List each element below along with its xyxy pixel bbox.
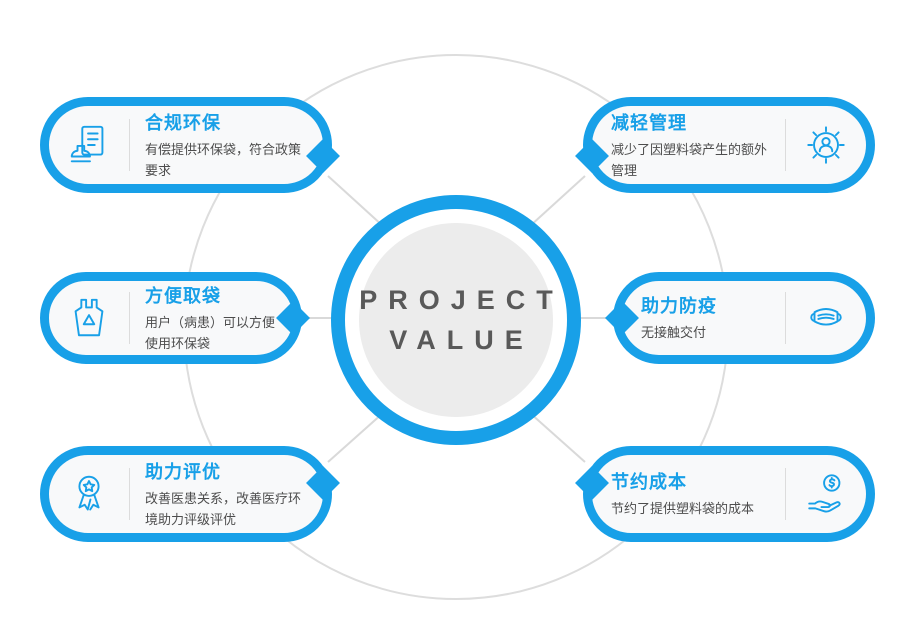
card-desc: 无接触交付 bbox=[641, 325, 707, 341]
divider bbox=[785, 119, 786, 171]
card-desc: 改善医患关系，改善医疗环境助力评级评优 bbox=[145, 491, 302, 527]
card-desc: 节约了提供塑料袋的成本 bbox=[611, 501, 755, 517]
center-title-line2: VALUE bbox=[389, 325, 534, 355]
connector-line bbox=[529, 412, 586, 463]
card-convenience: 方便取袋 用户（病患）可以方便使用环保袋 bbox=[40, 272, 310, 364]
card-title: 助力评优 bbox=[145, 462, 221, 483]
card-title: 节约成本 bbox=[611, 472, 687, 493]
card-title: 合规环保 bbox=[145, 113, 221, 134]
card-desc: 减少了因塑料袋产生的额外管理 bbox=[611, 142, 768, 178]
card-compliance: 合规环保 有偿提供环保袋，符合政策要求 bbox=[40, 97, 340, 193]
connector-line bbox=[327, 175, 384, 227]
center-hub-inner: PROJECT VALUE bbox=[359, 223, 553, 417]
connector-line bbox=[327, 412, 384, 463]
medal-icon bbox=[49, 471, 129, 517]
divider bbox=[785, 468, 786, 520]
center-hub: PROJECT VALUE bbox=[331, 195, 581, 445]
mask-icon bbox=[786, 295, 866, 341]
divider bbox=[129, 119, 130, 171]
card-desc: 有偿提供环保袋，符合政策要求 bbox=[145, 142, 302, 178]
card-prevention: 助力防疫 无接触交付 bbox=[605, 272, 875, 364]
divider bbox=[129, 292, 130, 344]
card-evaluation: 助力评优 改善医患关系，改善医疗环境助力评级评优 bbox=[40, 446, 340, 542]
stamp-icon bbox=[49, 122, 129, 168]
card-title: 助力防疫 bbox=[641, 296, 717, 317]
gear-user-icon bbox=[786, 122, 866, 168]
center-title-line1: PROJECT bbox=[359, 284, 564, 315]
card-title: 方便取袋 bbox=[145, 286, 221, 307]
connector-line bbox=[529, 175, 586, 227]
divider bbox=[785, 292, 786, 344]
divider bbox=[129, 468, 130, 520]
card-management: 减轻管理 减少了因塑料袋产生的额外管理 bbox=[575, 97, 875, 193]
hand-coin-icon bbox=[786, 471, 866, 517]
bag-icon bbox=[49, 295, 129, 341]
card-desc: 用户（病患）可以方便使用环保袋 bbox=[145, 315, 276, 351]
card-title: 减轻管理 bbox=[611, 113, 687, 134]
card-cost: 节约成本 节约了提供塑料袋的成本 bbox=[575, 446, 875, 542]
